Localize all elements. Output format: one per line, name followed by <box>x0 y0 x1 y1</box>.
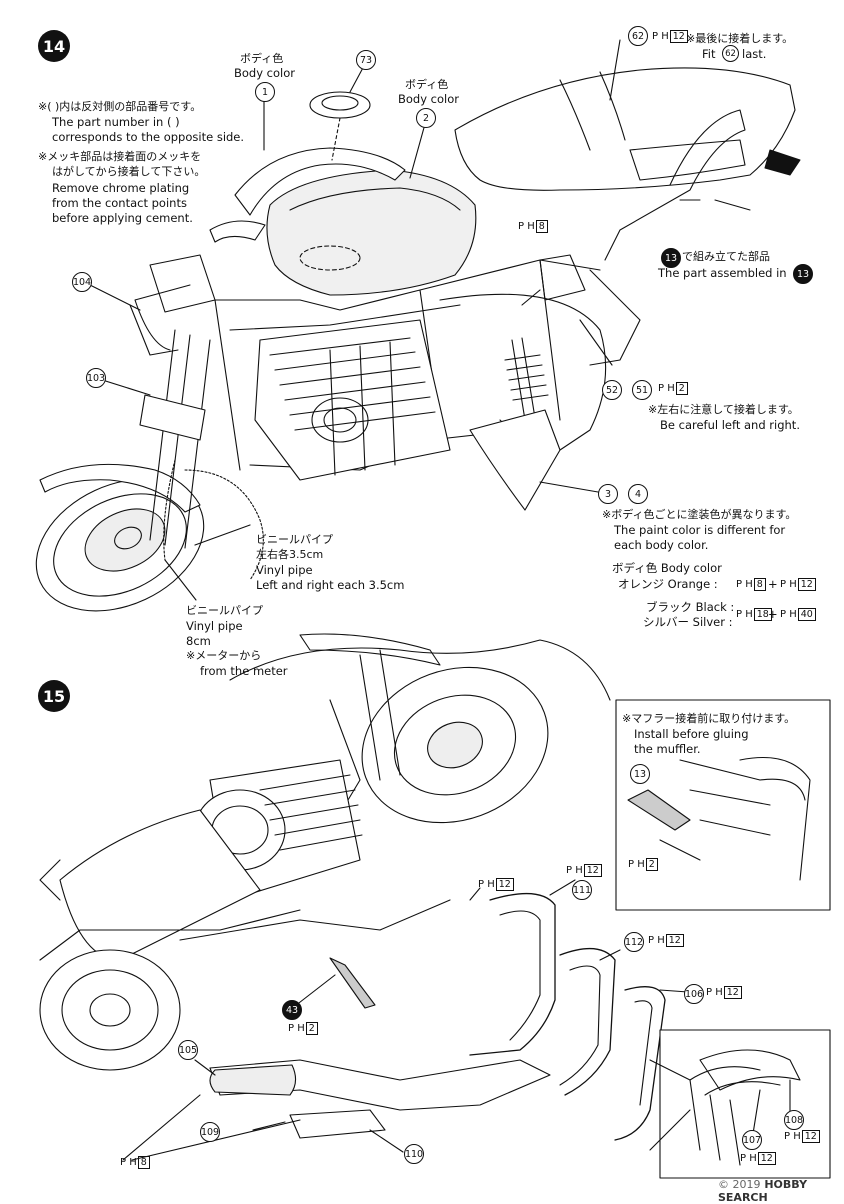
fuel-tank <box>266 169 477 296</box>
note-chrome-en-3: before applying cement. <box>52 211 193 225</box>
vinyl-1-jp-2: 左右各3.5cm <box>256 548 324 561</box>
part-3-label: 3 <box>598 484 618 504</box>
body-color-jp-2: ボディ色 <box>405 78 449 91</box>
assembled-jp: で組み立てた部品 <box>682 250 770 263</box>
step-13-ref-badge: 13 <box>661 248 681 268</box>
part-107-label: 107 <box>742 1130 762 1150</box>
black-silver-plus: + <box>768 607 778 621</box>
part-62-inline: 62 <box>722 45 739 62</box>
black-label: ブラック Black : <box>646 600 735 614</box>
motorcycle-side <box>39 633 611 1071</box>
part-51-label: 51 <box>632 380 652 400</box>
note-opposite-en-2: corresponds to the opposite side. <box>52 130 245 144</box>
body-color-en-2: Body color <box>398 92 460 106</box>
body-color-table-label: ボディ色 Body color <box>612 561 722 575</box>
note-chrome-en-2: from the contact points <box>52 196 187 210</box>
note-chrome-en-1: Remove chrome plating <box>52 181 190 195</box>
seat <box>454 67 801 191</box>
side-cover-part-3 <box>469 409 561 511</box>
part-73-label: 73 <box>356 50 376 70</box>
part-103-label: 103 <box>86 368 106 388</box>
engine <box>254 319 451 481</box>
part-52-label: 52 <box>602 380 622 400</box>
vinyl-1-en-1: Vinyl pipe <box>256 563 313 577</box>
paint-diff-jp: ※ボディ色ごとに塗装色が異なります。 <box>602 508 797 521</box>
careful-en: Be careful left and right. <box>660 418 800 432</box>
vinyl-2-en-2: 8cm <box>186 634 211 648</box>
paint-diff-en-2: each body color. <box>614 538 709 552</box>
part-13-label-detail: 13 <box>630 764 650 784</box>
note-opposite-en-1: The part number in ( ) <box>52 115 180 129</box>
muffler-note-jp: ※マフラー接着前に取り付けます。 <box>622 712 796 725</box>
vinyl-2-en-1: Vinyl pipe <box>186 619 243 633</box>
part-111-label: 111 <box>572 880 592 900</box>
part-104-label: 104 <box>72 272 92 292</box>
front-wheel <box>35 478 205 612</box>
copyright-text: © 2019 <box>718 1178 761 1191</box>
part-62-label: 62 <box>628 26 648 46</box>
part-2-label: 2 <box>416 108 436 128</box>
step-15-badge: 15 <box>38 680 70 712</box>
fit-last-en-b: last. <box>742 47 767 61</box>
step-13-ref-badge-2: 13 <box>793 264 813 284</box>
part-43-label: 43 <box>282 1000 302 1020</box>
vinyl-1-jp: ビニールパイプ <box>256 533 333 546</box>
part-108-label: 108 <box>784 1110 804 1130</box>
careful-jp: ※左右に注意して接着します。 <box>648 403 799 416</box>
muffler-note-en-1: Install before gluing <box>634 727 749 741</box>
part-4-label: 4 <box>628 484 648 504</box>
orange-plus: + <box>768 577 778 591</box>
silver-label: シルバー Silver : <box>643 615 733 629</box>
exhaust-headers <box>469 892 666 1141</box>
note-chrome-jp-2: はがしてから接着して下さい。 <box>52 165 206 178</box>
fit-last-jp: ※最後に接着します。 <box>686 32 794 45</box>
vinyl-2-jp: ビニールパイプ <box>186 604 263 617</box>
fit-last-en-a: Fit <box>702 47 716 61</box>
part-110-label: 110 <box>404 1144 424 1164</box>
orange-label: オレンジ Orange : <box>618 577 718 591</box>
note-chrome-jp-1: ※メッキ部品は接着面のメッキを <box>38 150 202 163</box>
part-112-label: 112 <box>624 932 644 952</box>
vinyl-1-en-2: Left and right each 3.5cm <box>256 578 405 592</box>
step-14-badge: 14 <box>38 30 70 62</box>
part-106-label: 106 <box>684 984 704 1004</box>
vinyl-2-en-3: from the meter <box>200 664 288 678</box>
muffler-note-en-2: the muffler. <box>634 742 701 756</box>
part-109-label: 109 <box>200 1122 220 1142</box>
part-105-label: 105 <box>178 1040 198 1060</box>
body-color-jp-1: ボディ色 <box>240 52 284 65</box>
paint-diff-en-1: The paint color is different for <box>614 523 786 537</box>
note-opposite-jp: ※( )内は反対側の部品番号です。 <box>38 100 202 113</box>
body-color-en-1: Body color <box>234 66 296 80</box>
vinyl-2-jp-2: ※メーターから <box>186 649 262 662</box>
assembled-en: The part assembled in <box>658 266 787 280</box>
hobby-search-watermark: © 2019 HOBBY SEARCH <box>718 1178 844 1204</box>
part-1-label: 1 <box>255 82 275 102</box>
